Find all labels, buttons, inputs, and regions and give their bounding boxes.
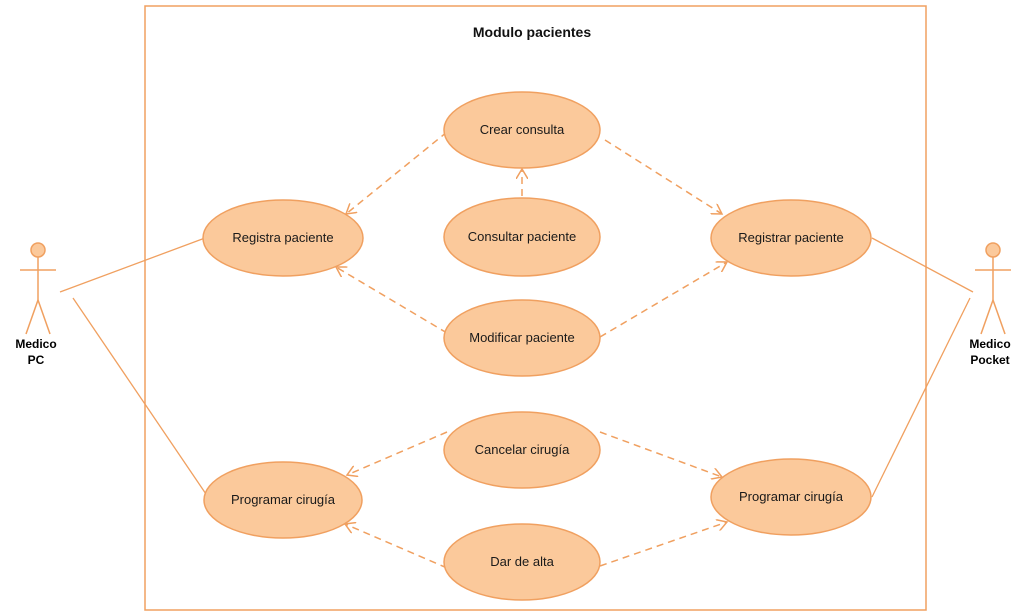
dep-modificar-to-registrar	[599, 262, 727, 338]
assoc-right-programar	[871, 297, 971, 498]
dep-modificar-to-registra	[336, 267, 448, 334]
dep-dar-to-programar-left	[345, 524, 448, 569]
assoc-left-registra	[59, 237, 206, 293]
use-case-programar-cirugia-right: Programar cirugía	[710, 458, 872, 536]
use-case-registra-paciente: Registra paciente	[202, 199, 364, 277]
actor-label-line2: PC	[28, 353, 45, 367]
stick-figure-icon	[20, 242, 56, 335]
use-case-cancelar-cirugia: Cancelar cirugía	[443, 411, 601, 489]
use-case-label: Registra paciente	[232, 230, 333, 245]
dep-dar-to-programar-right	[599, 522, 727, 567]
dep-crear-to-registrar	[604, 139, 722, 214]
dep-cancelar-to-programar-right	[599, 431, 722, 477]
dependencies	[336, 131, 727, 569]
stick-figure-icon	[975, 242, 1011, 335]
system-boundary	[144, 5, 927, 611]
dep-crear-to-registra	[346, 131, 448, 214]
use-case-label: Programar cirugía	[739, 489, 844, 504]
actor-label-line2: Pocket	[970, 353, 1009, 367]
associations	[59, 237, 974, 498]
actor-medico-pc: Medico PC	[15, 242, 57, 367]
use-case-dar-de-alta: Dar de alta	[443, 523, 601, 601]
use-case-label: Crear consulta	[480, 122, 565, 137]
assoc-left-programar	[72, 297, 209, 498]
system-title: Modulo pacientes	[473, 24, 591, 40]
use-case-label: Registrar paciente	[738, 230, 844, 245]
use-case-modificar-paciente: Modificar paciente	[443, 299, 601, 377]
actor-label-line1: Medico	[969, 337, 1010, 351]
actor-medico-pocket: Medico Pocket	[969, 242, 1011, 367]
use-case-crear-consulta: Crear consulta	[443, 91, 601, 169]
use-case-registrar-paciente: Registrar paciente	[710, 199, 872, 277]
use-case-programar-cirugia-left: Programar cirugía	[203, 461, 363, 539]
use-case-label: Dar de alta	[490, 554, 554, 569]
dep-cancelar-to-programar-left	[347, 431, 448, 475]
use-case-label: Modificar paciente	[469, 330, 575, 345]
use-case-label: Consultar paciente	[468, 229, 576, 244]
assoc-right-registrar	[871, 237, 974, 293]
use-case-label: Cancelar cirugía	[475, 442, 570, 457]
actor-label-line1: Medico	[15, 337, 56, 351]
use-case-consultar-paciente: Consultar paciente	[443, 197, 601, 277]
use-case-label: Programar cirugía	[231, 492, 336, 507]
